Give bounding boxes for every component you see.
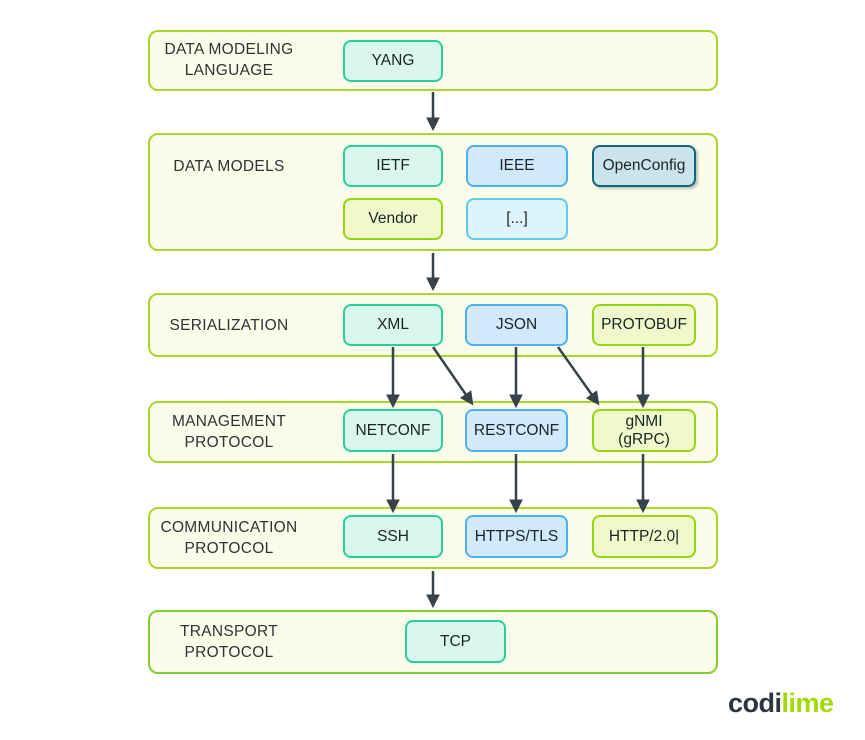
layer-label-data-modeling-language: DATA MODELING LANGUAGE <box>164 41 294 79</box>
node-http2[interactable]: HTTP/2.0| <box>592 515 696 558</box>
node-protobuf[interactable]: PROTOBUF <box>592 304 696 346</box>
node-ietf[interactable]: IETF <box>343 145 443 187</box>
node-ellipsis[interactable]: [...] <box>466 198 568 240</box>
codilime-logo: codilime <box>728 688 834 719</box>
node-vendor[interactable]: Vendor <box>343 198 443 240</box>
layer-label-communication-protocol: COMMUNICATION PROTOCOL <box>160 519 298 557</box>
layer-label-transport-protocol: TRANSPORT PROTOCOL <box>179 623 278 661</box>
node-tcp[interactable]: TCP <box>405 620 506 663</box>
node-ssh[interactable]: SSH <box>343 515 443 558</box>
logo-codi: codi <box>728 688 782 718</box>
node-gnmi[interactable]: gNMI (gRPC) <box>592 409 696 452</box>
layer-label-management-protocol: MANAGEMENT PROTOCOL <box>171 413 287 451</box>
logo-lime: lime <box>781 688 835 718</box>
node-xml[interactable]: XML <box>343 304 443 346</box>
node-yang[interactable]: YANG <box>343 40 443 82</box>
node-json[interactable]: JSON <box>465 304 568 346</box>
node-https-tls[interactable]: HTTPS/TLS <box>465 515 568 558</box>
node-openconfig[interactable]: OpenConfig <box>592 145 696 187</box>
node-netconf[interactable]: NETCONF <box>343 409 443 452</box>
layer-label-data-models: DATA MODELS <box>173 158 285 175</box>
node-restconf[interactable]: RESTCONF <box>465 409 568 452</box>
node-ieee[interactable]: IEEE <box>466 145 568 187</box>
layer-label-serialization: SERIALIZATION <box>169 317 289 334</box>
